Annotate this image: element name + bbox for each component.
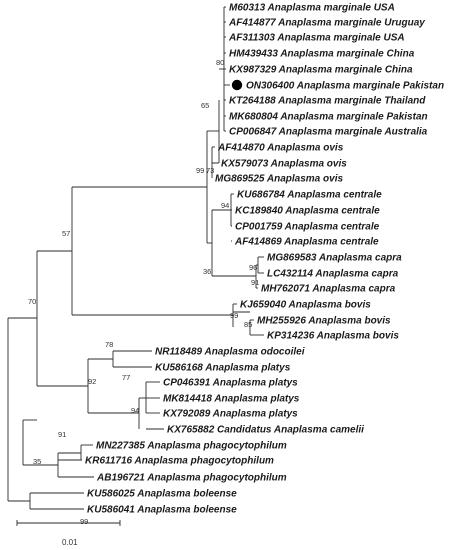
leaf-label: AF414869 Anaplasma centrale [234,237,379,248]
leaf-label: KU586168 Anaplasma platys [155,363,291,374]
bootstrap-value: 57 [62,229,70,238]
leaf-label: NR118489 Anaplasma odocoilei [155,347,305,358]
leaf-label: MK680804 Anaplasma marginale Pakistan [229,112,428,123]
bootstrap-value: 73 [206,166,214,175]
tree-branches [7,6,264,510]
leaf-label: KP314236 Anaplasma bovis [267,331,399,342]
bootstrap-value: 77 [122,373,130,382]
leaf-label: CP006847 Anaplasma marginale Australia [229,127,428,138]
leaf-label: MG869583 Anaplasma capra [267,253,402,264]
scale-bar-label: 0.01 [62,538,78,547]
bootstrap-value: 99 [80,517,88,526]
leaf-label: KX792089 Anaplasma platys [163,409,298,420]
leaf-label: MH762071 Anaplasma capra [261,284,396,295]
leaf-label: KT264188 Anaplasma marginale Thailand [229,96,426,107]
leaf-label: AF414870 Anaplasma ovis [217,143,344,154]
bootstrap-value: 94 [131,406,139,415]
bootstrap-value: 91 [58,430,66,439]
bootstrap-value: 65 [201,101,209,110]
bootstrap-value: 78 [105,340,113,349]
bootstrap-value: 96 [249,263,257,272]
leaf-label: AF311303 Anaplasma marginale USA [228,33,405,44]
leaf-label: M60313 Anaplasma marginale USA [229,3,395,14]
leaf-label: KX987329 Anaplasma marginale China [229,65,413,76]
leaf-label: MK814418 Anaplasma platys [163,394,300,405]
leaf-label: KX579073 Anaplasma ovis [221,159,347,170]
bootstrap-value: 36 [203,267,211,276]
leaf-label: CP046391 Anaplasma platys [163,378,298,389]
leaf-label: AB196721 Anaplasma phagocytophilum [96,473,287,484]
leaf-labels: M60313 Anaplasma marginale USA AF414877 A… [85,3,444,516]
bootstrap-value: 91 [251,278,259,287]
leaf-label: ON306400 Anaplasma marginale Pakistan [246,81,444,92]
bootstrap-value: 35 [33,457,41,466]
leaf-label: HM439433 Anaplasma marginale China [229,49,415,60]
leaf-label: KX765882 Candidatus Anaplasma camelii [167,425,364,436]
leaf-label: KU686784 Anaplasma centrale [237,190,382,201]
leaf-label: KJ659040 Anaplasma bovis [240,300,371,311]
leaf-label: MH255926 Anaplasma bovis [257,316,391,327]
bootstrap-value: 94 [221,201,229,210]
bootstrap-value: 80 [216,58,224,67]
leaf-label: LC432114 Anaplasma capra [267,269,399,280]
leaf-label: KU586025 Anaplasma boleense [87,489,237,500]
leaf-label: KR611716 Anaplasma phagocytophilum [85,456,274,467]
leaf-label: KU586041 Anaplasma boleense [87,505,237,516]
leaf-label: KC189840 Anaplasma centrale [235,206,380,217]
leaf-label: CP001759 Anaplasma centrale [235,222,380,233]
bootstrap-value: 85 [244,320,252,329]
leaf-label: MN227385 Anaplasma phagocytophilum [96,441,287,452]
marker-dot-icon [231,79,243,91]
bootstrap-value: 99 [230,311,238,320]
leaf-label: AF414877 Anaplasma marginale Uruguay [228,18,425,29]
scale-bar: 0.01 [16,520,121,547]
leaf-label: MG869525 Anaplasma ovis [215,174,343,185]
bootstrap-value: 70 [28,297,36,306]
bootstrap-value: 92 [88,377,96,386]
bootstrap-value: 99 [196,166,204,175]
